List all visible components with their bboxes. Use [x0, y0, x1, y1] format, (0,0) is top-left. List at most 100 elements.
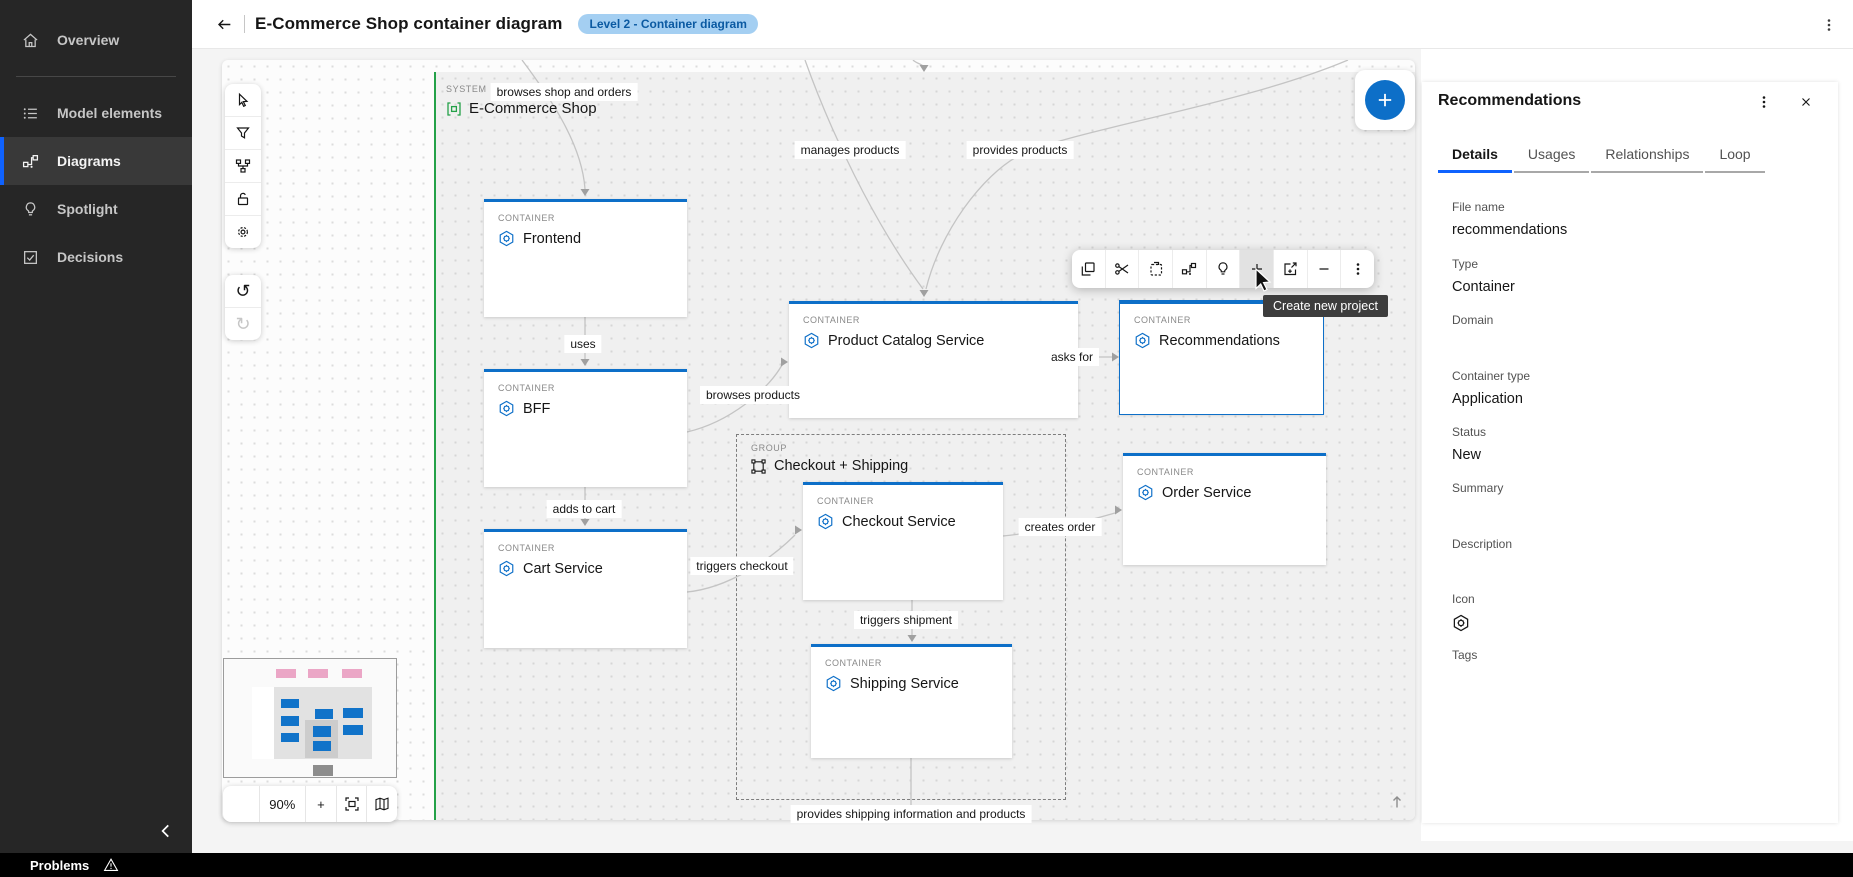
container-bff[interactable]: CONTAINER BFF: [484, 369, 687, 487]
close-icon: [1799, 95, 1813, 109]
copy-icon: [1080, 261, 1096, 277]
problems-bar[interactable]: Problems: [0, 853, 1853, 877]
overflow-menu-icon: [1350, 261, 1366, 277]
fit-view-button[interactable]: [335, 786, 367, 822]
minimap-node: [281, 699, 299, 708]
spotlight-button[interactable]: [1205, 250, 1240, 288]
sidebar-divider: [16, 76, 176, 77]
connector-icon: [1181, 261, 1197, 277]
add-element-button[interactable]: [1365, 80, 1405, 120]
create-project-button[interactable]: [1273, 250, 1307, 288]
edge-label-provides-products[interactable]: provides products: [966, 141, 1074, 159]
panel-tabs: Details Usages Relationships Loop: [1438, 138, 1765, 173]
redo-icon: ↻: [235, 314, 251, 334]
field-label: Type: [1452, 257, 1479, 271]
remove-button[interactable]: [1306, 250, 1341, 288]
undo-button[interactable]: ↺: [225, 275, 261, 307]
copy-button[interactable]: [1072, 250, 1105, 288]
edge-label-manages-products[interactable]: manages products: [794, 141, 906, 159]
sidebar-collapse-button[interactable]: [152, 817, 180, 845]
tab-loop[interactable]: Loop: [1705, 138, 1765, 173]
tooltip: Create new project: [1263, 295, 1388, 317]
page-title: E-Commerce Shop container diagram: [255, 14, 563, 33]
filter-tool-button[interactable]: [225, 116, 261, 149]
edge-label-adds-to-cart[interactable]: adds to cart: [546, 500, 622, 518]
edge-label-triggers-shipment[interactable]: triggers shipment: [853, 611, 959, 629]
container-recommendations[interactable]: CONTAINER Recommendations: [1119, 300, 1324, 415]
field-value: [1452, 335, 1493, 353]
paste-button[interactable]: [1138, 250, 1172, 288]
field-file-name: File name recommendations: [1452, 200, 1567, 240]
minimap-node: [313, 741, 331, 751]
lock-tool-button[interactable]: [225, 182, 261, 215]
edge-label-provides-shipping-information[interactable]: provides shipping information and produc…: [790, 805, 1032, 823]
minimap-node: [342, 669, 362, 678]
edge-label-uses[interactable]: uses: [564, 335, 602, 353]
container-name: Product Catalog Service: [828, 332, 985, 349]
zoom-out-button[interactable]: [223, 786, 259, 822]
settings-tool-button[interactable]: [225, 215, 261, 248]
minimap[interactable]: [223, 658, 397, 778]
container-kind-label: CONTAINER: [825, 658, 882, 668]
container-kind-label: CONTAINER: [817, 496, 874, 506]
tab-details[interactable]: Details: [1438, 138, 1512, 173]
container-hexagon-icon: [498, 560, 515, 577]
group-checkout-shipping[interactable]: GROUP Checkout + Shipping: [736, 434, 1066, 800]
arrow-left-icon: [216, 16, 233, 33]
add-button[interactable]: [1239, 250, 1274, 288]
container-frontend[interactable]: CONTAINER Frontend: [484, 199, 687, 317]
container-hexagon-icon: [1452, 614, 1475, 632]
system-caption[interactable]: SYSTEM E-Commerce Shop: [446, 84, 597, 117]
overflow-menu-icon: [1756, 94, 1772, 110]
container-checkout-service[interactable]: CONTAINER Checkout Service: [803, 482, 1003, 600]
container-product-catalog-service[interactable]: CONTAINER Product Catalog Service: [789, 301, 1078, 418]
edge-label-asks-for[interactable]: asks for: [1044, 348, 1100, 366]
field-summary: Summary: [1452, 481, 1503, 521]
minimap-node: [276, 669, 296, 678]
minimap-toggle-button[interactable]: [366, 786, 397, 822]
lightbulb-icon: [1215, 261, 1231, 277]
header-overflow-button[interactable]: [1817, 13, 1841, 37]
add-icon: [1249, 261, 1265, 277]
sidebar-item-decisions[interactable]: Decisions: [0, 233, 192, 281]
panel-close-button[interactable]: [1794, 90, 1818, 114]
filter-icon: [235, 125, 251, 141]
edge-label-browses-shop-and-orders[interactable]: browses shop and orders: [490, 83, 638, 101]
minimap-node: [313, 726, 331, 737]
select-tool-button[interactable]: [225, 84, 261, 116]
cursor-icon: [235, 92, 251, 108]
zoom-level[interactable]: 90%: [258, 786, 305, 822]
tab-relationships[interactable]: Relationships: [1591, 138, 1704, 173]
sidebar-item-label: Diagrams: [57, 153, 121, 169]
edge-label-creates-order[interactable]: creates order: [1018, 518, 1102, 536]
scroll-up-icon[interactable]: [1389, 794, 1405, 810]
system-icon: [446, 101, 462, 117]
sidebar-item-diagrams[interactable]: Diagrams: [0, 137, 192, 185]
connect-button[interactable]: [1172, 250, 1206, 288]
container-shipping-service[interactable]: CONTAINER Shipping Service: [811, 644, 1012, 758]
cut-button[interactable]: [1104, 250, 1139, 288]
zoom-in-button[interactable]: +: [305, 786, 336, 822]
tab-usages[interactable]: Usages: [1513, 138, 1590, 173]
container-kind-label: CONTAINER: [1134, 315, 1191, 325]
container-order-service[interactable]: CONTAINER Order Service: [1123, 453, 1326, 565]
sidebar-item-overview[interactable]: Overview: [0, 16, 192, 64]
container-hexagon-icon: [825, 675, 842, 692]
container-kind-label: CONTAINER: [803, 315, 860, 325]
edge-label-triggers-checkout[interactable]: triggers checkout: [690, 557, 794, 575]
panel-overflow-button[interactable]: [1752, 90, 1776, 114]
edge-label-browses-products[interactable]: browses products: [699, 386, 807, 404]
layout-tool-button[interactable]: [225, 149, 261, 182]
details-panel: Recommendations Details Usages Relations…: [1422, 82, 1838, 823]
field-container-type: Container type Application: [1452, 369, 1530, 409]
sidebar-item-model-elements[interactable]: Model elements: [0, 89, 192, 137]
redo-button[interactable]: ↻: [225, 307, 261, 340]
container-cart-service[interactable]: CONTAINER Cart Service: [484, 529, 687, 648]
toolbar-overflow-button[interactable]: [1340, 250, 1374, 288]
minimap-node: [313, 765, 333, 776]
back-button[interactable]: [208, 8, 240, 40]
sidebar-item-label: Model elements: [57, 105, 163, 121]
list-icon: [22, 105, 39, 122]
sidebar-item-spotlight[interactable]: Spotlight: [0, 185, 192, 233]
diagram-canvas[interactable]: SYSTEM E-Commerce Shop GROUP: [222, 60, 1415, 823]
